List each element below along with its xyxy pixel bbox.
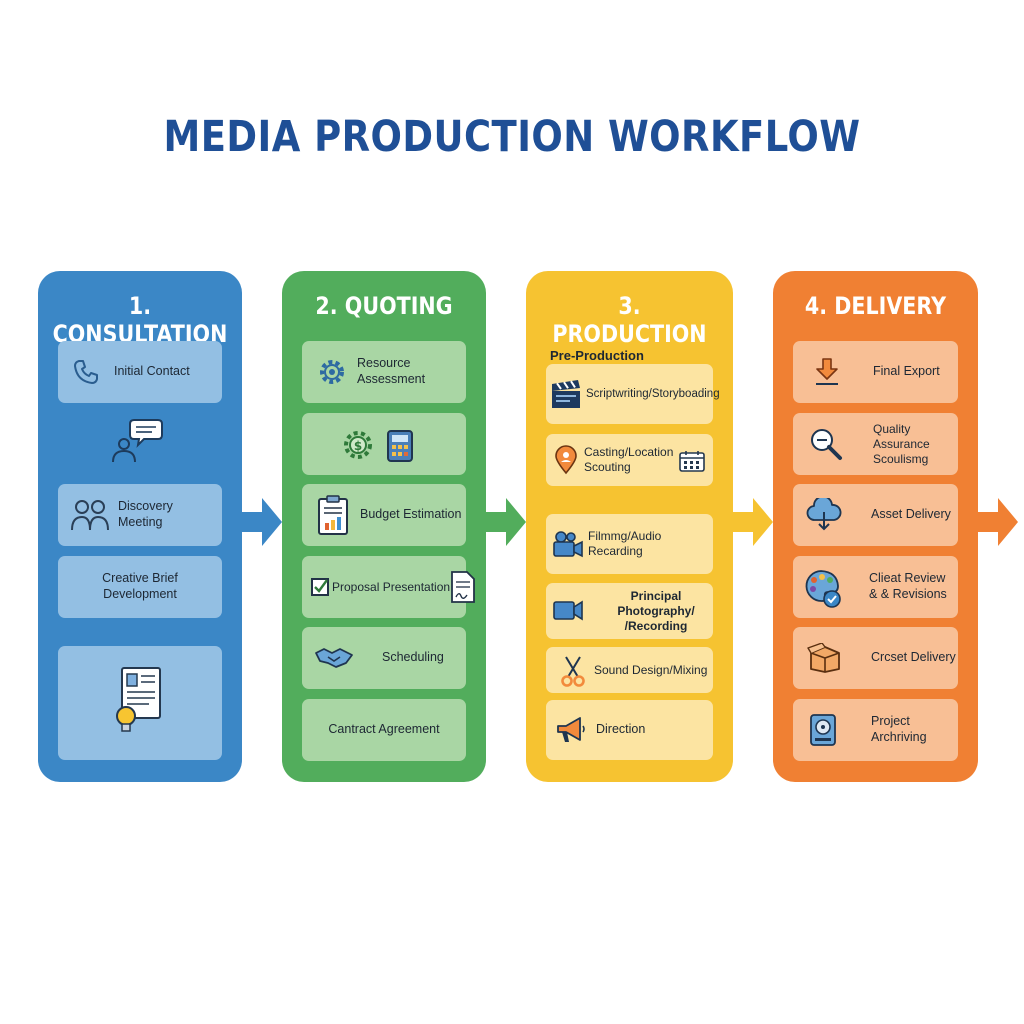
step-label: Clieat Review & & Revisions xyxy=(869,571,947,601)
step-label: Discovery Meeting xyxy=(118,499,173,529)
arrow-right-icon xyxy=(978,498,1018,546)
step-client-review[interactable]: Clieat Review & & Revisions xyxy=(793,556,958,618)
step-label: Cantract Agreement xyxy=(328,722,440,737)
checkbox-icon xyxy=(310,577,330,597)
column-header-delivery: 4. DELIVERY xyxy=(804,292,947,320)
step-label: Crcset Delivery xyxy=(871,650,956,665)
step-label: Scriptwriting/Storyboading xyxy=(586,387,720,400)
megaphone-icon xyxy=(554,716,586,744)
step-proposal-presentation[interactable]: Proposal Presentation xyxy=(302,556,475,618)
step-creative-brief[interactable]: Creative Brief Development xyxy=(58,556,222,618)
step-label: Resource Assessment xyxy=(357,356,426,386)
step-label: Scheduling xyxy=(382,650,444,665)
step-label: Asset Delivery xyxy=(871,507,951,522)
step-initial-contact[interactable]: Initial Contact xyxy=(58,341,222,403)
step-label: Casting/Location Scouting xyxy=(584,445,674,474)
step-asset-delivery[interactable]: Asset Delivery xyxy=(793,484,958,546)
step-label: Creative Brief Development xyxy=(102,571,178,601)
clipboard-chart-icon xyxy=(316,494,350,536)
step-project-archiving[interactable]: Project Archriving xyxy=(793,699,958,761)
step-label: Project Archriving xyxy=(871,714,927,744)
step-label: Proposal Presentation xyxy=(332,579,451,594)
column-consultation: 1. CONSULTATION Initial Contact Discover… xyxy=(38,271,242,782)
location-pin-icon xyxy=(554,445,578,475)
column-header-consultation: 1. CONSULTATION xyxy=(52,292,228,348)
step-contract-agreement[interactable]: Cantract Agreement xyxy=(302,699,466,761)
download-arrow-icon xyxy=(813,357,841,387)
step-principal-photography[interactable]: Principal Photography/ /Recording xyxy=(546,583,713,639)
scissors-icon xyxy=(560,655,586,687)
clapperboard-icon xyxy=(550,380,582,410)
page-title: MEDIA PRODUCTION WORKFLOW xyxy=(163,112,861,162)
arrow-right-icon xyxy=(242,498,282,546)
people-icon xyxy=(70,498,110,532)
step-quality-assurance[interactable]: Quality Assurance Scoulismg xyxy=(793,413,958,475)
step-label: Principal Photography/ /Recording xyxy=(617,588,695,633)
step-brief-illustration[interactable] xyxy=(58,646,222,760)
step-label: Final Export xyxy=(873,364,940,379)
step-label: Sound Design/Mixing xyxy=(594,662,708,677)
step-sound-design[interactable]: Sound Design/Mixing xyxy=(546,647,713,693)
step-scheduling[interactable]: Scheduling xyxy=(302,627,466,689)
column-production: 3. PRODUCTION Pre-Production Scriptwriti… xyxy=(526,271,733,782)
calendar-icon xyxy=(678,449,706,473)
column-delivery: 4. DELIVERY Final Export Quality Assuran… xyxy=(773,271,978,782)
step-label: Direction xyxy=(596,722,646,737)
phone-icon xyxy=(72,358,100,386)
video-camera-icon xyxy=(552,530,584,558)
arrow-right-icon xyxy=(733,498,773,546)
svg-text:$: $ xyxy=(354,439,362,453)
step-label: Filmmg/Audio Recarding xyxy=(588,529,662,558)
step-resource-assessment[interactable]: Resource Assessment xyxy=(302,341,466,403)
step-final-export[interactable]: Final Export xyxy=(793,341,958,403)
column-header-production: 3. PRODUCTION xyxy=(552,292,707,348)
step-direction[interactable]: Direction xyxy=(546,700,713,760)
handshake-icon xyxy=(314,645,354,671)
step-casting-location[interactable]: Casting/Location Scouting xyxy=(546,434,713,486)
pre-production-label: Pre-Production xyxy=(550,348,644,363)
step-filming-audio[interactable]: Filmmg/Audio Recarding xyxy=(546,514,713,574)
step-cost-calculation[interactable]: $ xyxy=(302,413,466,475)
step-crcset-delivery[interactable]: Crcset Delivery xyxy=(793,627,958,689)
magnifier-icon xyxy=(809,427,843,461)
arrow-right-icon xyxy=(486,498,526,546)
box-icon xyxy=(807,643,843,673)
step-discovery-meeting[interactable]: Discovery Meeting xyxy=(58,484,222,546)
step-label: Budget Estimation xyxy=(360,507,462,522)
person-speech-bubble-icon xyxy=(108,417,164,465)
camera-icon xyxy=(552,597,584,623)
step-label: Quality Assurance Scoulismg xyxy=(873,421,930,466)
hard-drive-icon xyxy=(809,713,837,747)
column-header-quoting: 2. QUOTING xyxy=(315,292,453,320)
step-budget-estimation[interactable]: Budget Estimation xyxy=(302,484,466,546)
step-scriptwriting[interactable]: Scriptwriting/Storyboading xyxy=(546,364,720,424)
gear-icon xyxy=(316,356,348,388)
brief-document-lightbulb-icon xyxy=(114,666,164,734)
step-label: Initial Contact xyxy=(114,364,190,379)
cloud-icon xyxy=(805,498,843,532)
palette-check-icon xyxy=(803,568,843,608)
signed-document-icon xyxy=(450,570,476,604)
column-quoting: 2. QUOTING Resource Assessment $ Budget … xyxy=(282,271,486,782)
gear-dollar-calculator-icon: $ xyxy=(340,427,416,463)
